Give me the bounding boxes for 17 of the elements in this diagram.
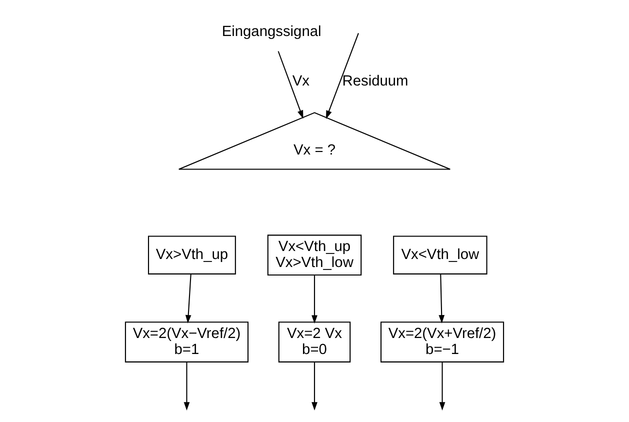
node-box: Vx=2(Vx+Vref/2) b=−1 [380,321,504,362]
node-box: Vx>Vth_up [148,235,236,274]
node-box: Vx=2(Vx−Vref/2) b=1 [124,321,249,362]
node-box: Vx<Vth_low [393,235,488,274]
arrow [326,32,359,118]
arrow [185,274,192,323]
arrow [438,274,445,323]
arrow [184,362,190,410]
arrow [312,274,318,324]
edge-label: Residuum [342,73,408,90]
node-text: Eingangssignal [222,23,322,40]
edge-label: Vx [292,73,310,90]
node-box: Vx=2 Vx b=0 [278,321,351,362]
arrow [439,362,446,410]
arrow [278,50,304,118]
node-box: Vx<Vth_up Vx>Vth_low [267,234,362,276]
arrow [312,362,318,410]
